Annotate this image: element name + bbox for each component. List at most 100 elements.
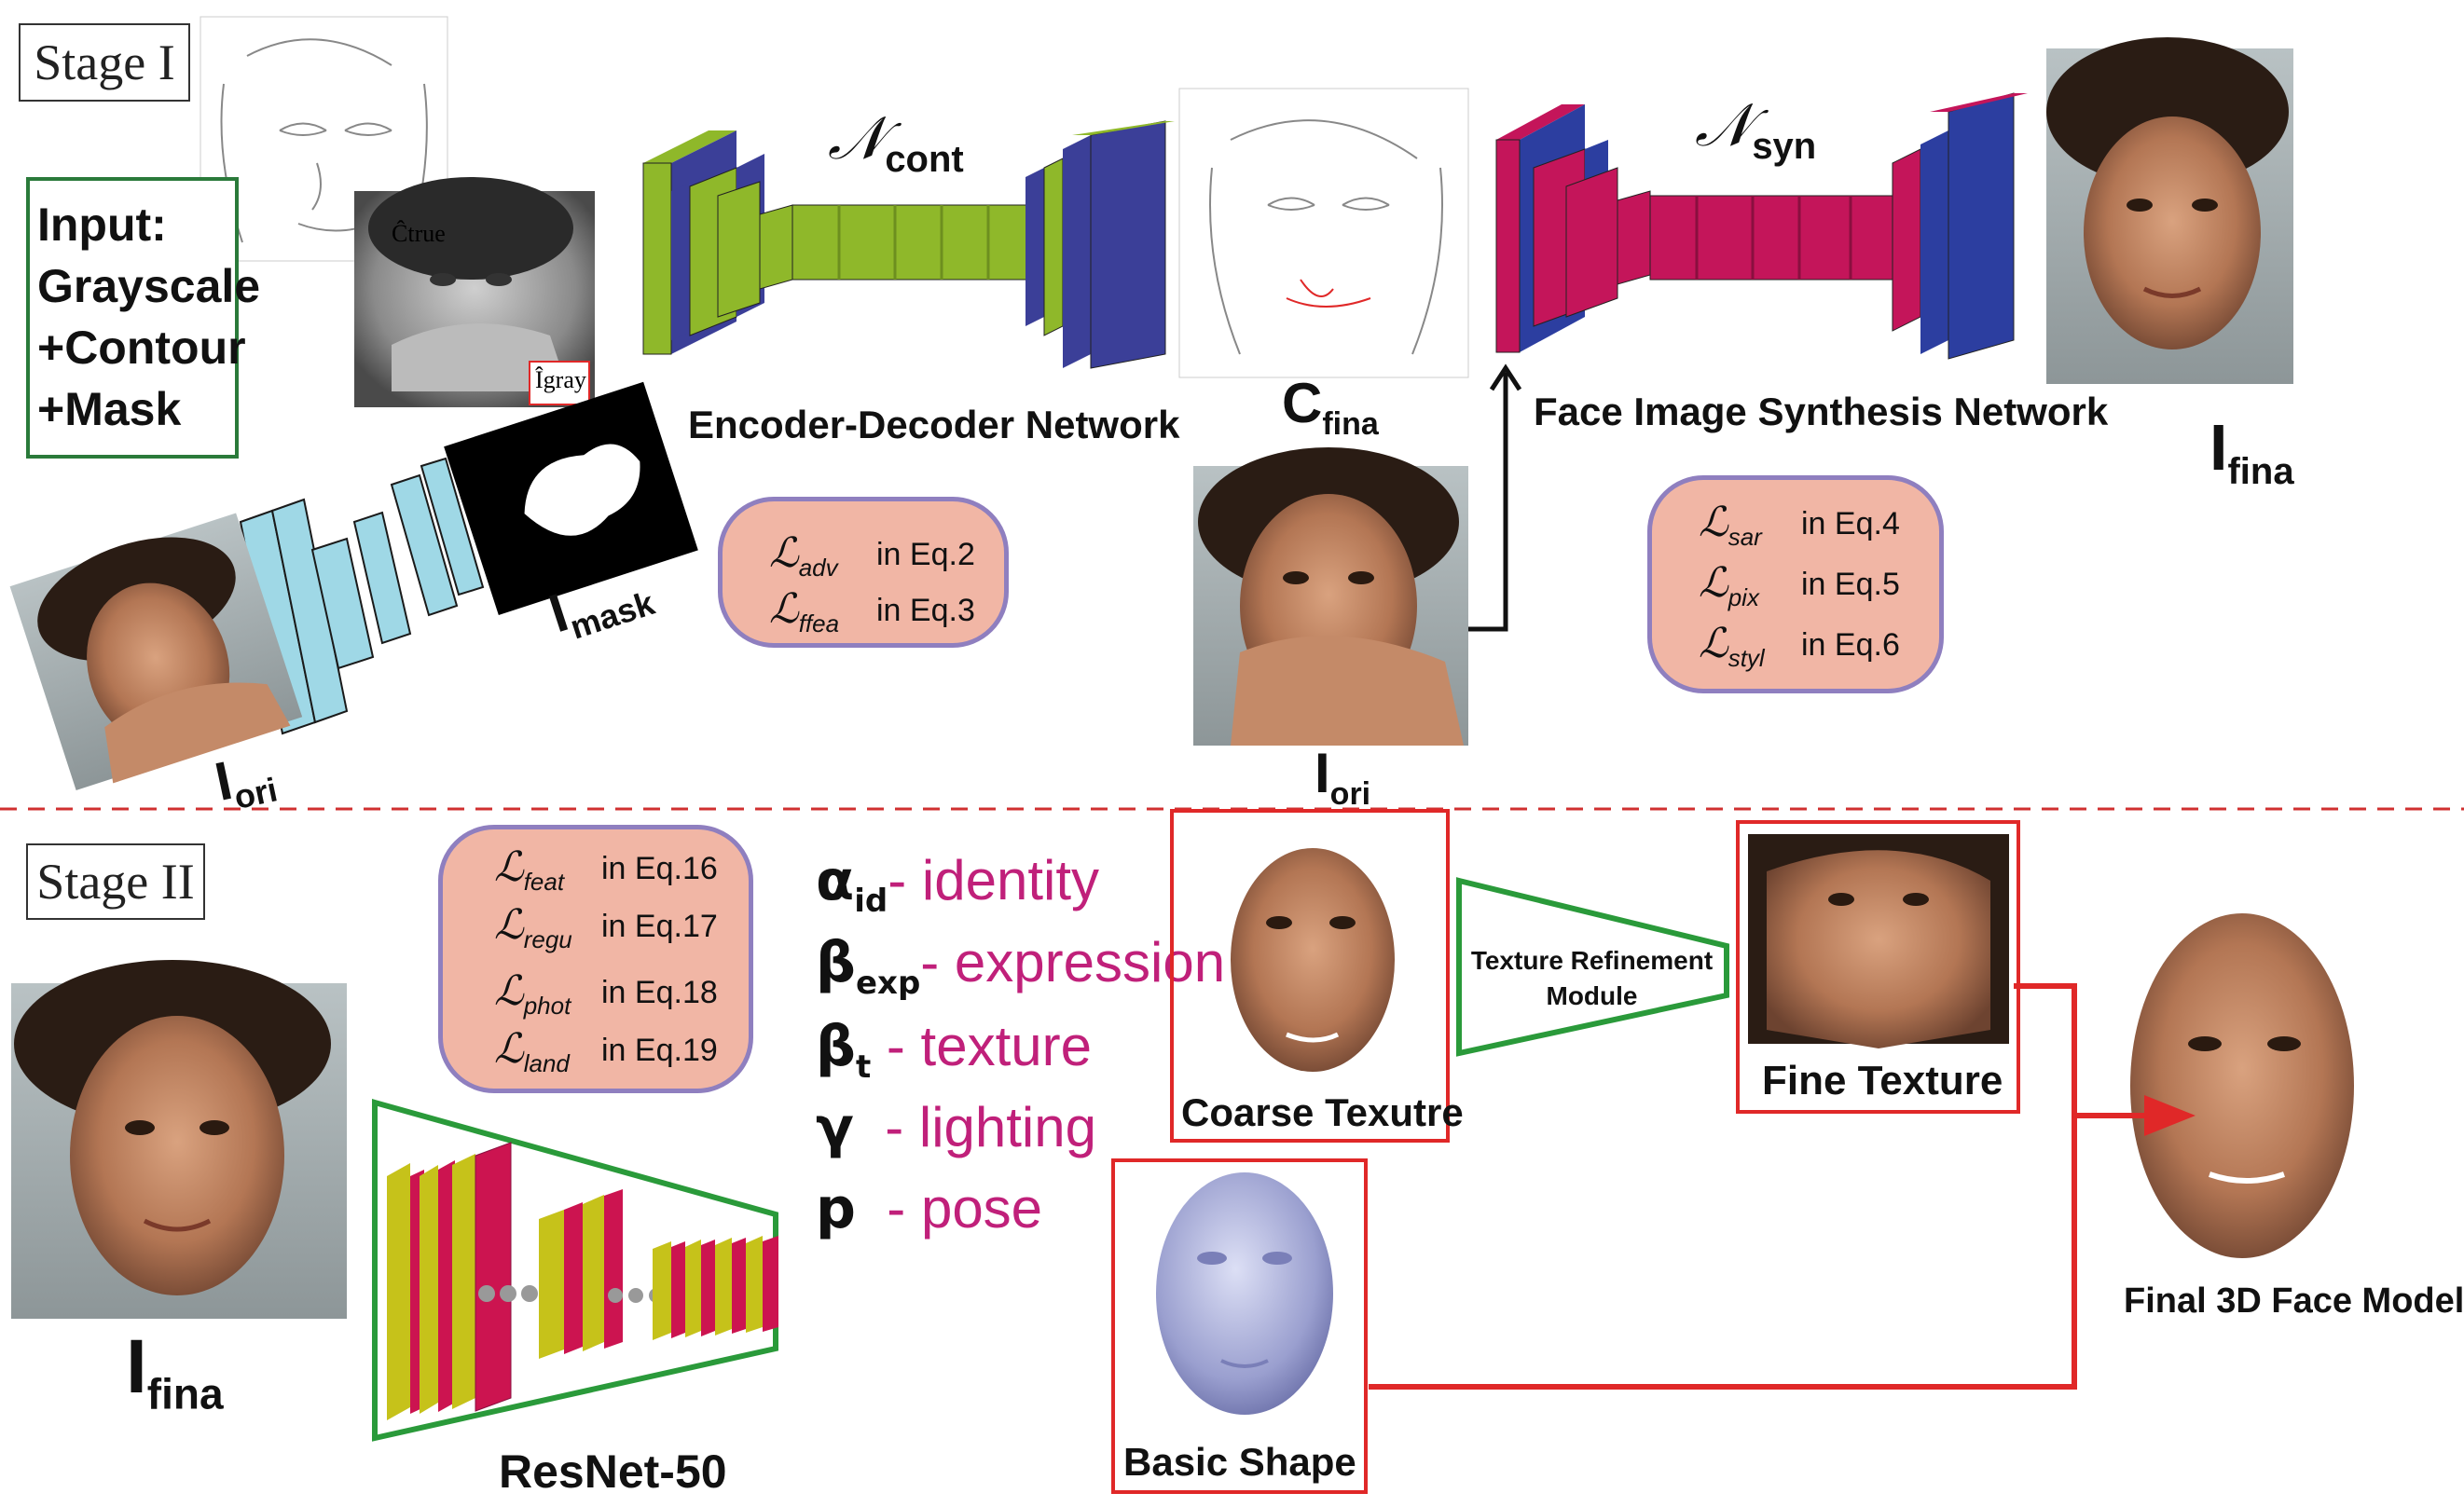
param-symbol: γ [816, 1095, 854, 1160]
i-fina-bottom-label: Ifina [126, 1323, 224, 1418]
param-text: - expression [920, 931, 1226, 993]
face-synthesis-network [1495, 92, 2028, 360]
loss-sym-sub: regu [523, 925, 572, 953]
resnet-50-network [372, 1099, 778, 1442]
loss-symbol: ℒadv [769, 529, 838, 582]
param-lighting: γ - lighting [816, 1095, 1096, 1160]
loss-eq: in Eq.19 [601, 1033, 718, 1068]
original-photo-left [9, 513, 303, 790]
param-sym-sub: exp [855, 965, 921, 1002]
loss-box-synthesis: ℒsar in Eq.4 ℒpix in Eq.5 ℒstyl in Eq.6 [1647, 475, 1944, 693]
loss-sym-sub: pix [1728, 582, 1759, 611]
param-expression: βexp- expression [816, 930, 1225, 1002]
c-fina-main: C [1282, 372, 1323, 434]
texture-refinement-module [1456, 877, 1729, 1057]
mask-image [444, 381, 698, 615]
n-cont-label: 𝒩cont [828, 104, 964, 181]
resnet-label: ResNet-50 [499, 1445, 727, 1498]
fine-texture-image [1748, 834, 2009, 1048]
loss-sym-sub: feat [523, 867, 565, 896]
input-line: Input: [37, 199, 167, 251]
loss-sym-char: ℒ [494, 967, 524, 1015]
stage-1-label: Stage I [19, 23, 190, 102]
i-fina-bottom-sub: fina [146, 1369, 224, 1418]
coarse-texture-label: Coarse Texutre [1181, 1090, 1464, 1134]
final-model-label: Final 3D Face Model [2124, 1281, 2464, 1321]
final-3d-face [2130, 913, 2354, 1258]
loss-eq: in Eq.6 [1801, 627, 1900, 663]
loss-symbol: ℒstyl [1699, 620, 1765, 673]
loss-symbol: ℒfeat [494, 843, 564, 897]
loss-row: ℒland in Eq.19 [443, 1025, 749, 1081]
loss-sym-sub: adv [798, 553, 838, 582]
loss-row: ℒregu in Eq.17 [443, 901, 749, 957]
loss-eq: in Eq.5 [1801, 567, 1900, 602]
basic-shape-label: Basic Shape [1123, 1440, 1356, 1484]
loss-sym-sub: land [523, 1048, 570, 1077]
basic-shape-face [1156, 1172, 1333, 1415]
param-texture: βt - texture [816, 1014, 1092, 1086]
loss-row: ℒsar in Eq.4 [1652, 499, 1939, 555]
loss-row: ℒfeat in Eq.16 [443, 843, 749, 899]
i-fina-bottom-main: I [126, 1324, 147, 1409]
i-gray-label: Îgray [535, 366, 586, 393]
param-text: - texture [871, 1015, 1092, 1077]
synthesis-network-title: Face Image Synthesis Network [1534, 390, 2109, 433]
loss-row: ℒffea in Eq.3 [723, 585, 1004, 641]
loss-eq: in Eq.18 [601, 975, 718, 1010]
loss-sym-char: ℒ [769, 529, 799, 577]
param-symbol: αid [816, 848, 888, 920]
loss-row: ℒstyl in Eq.6 [1652, 620, 1939, 676]
loss-symbol: ℒregu [494, 901, 572, 954]
loss-symbol: ℒland [494, 1025, 570, 1078]
loss-eq: in Eq.3 [876, 593, 975, 628]
fine-texture-box [1736, 820, 2020, 1114]
loss-sym-char: ℒ [1699, 620, 1728, 667]
contour-final-image [1178, 88, 1469, 378]
loss-symbol: ℒpix [1699, 559, 1759, 612]
loss-row: ℒpix in Eq.5 [1652, 559, 1939, 615]
i-fina-top-sub: fina [2227, 451, 2294, 492]
param-text: - lighting [853, 1096, 1097, 1158]
loss-sym-sub: styl [1728, 643, 1765, 672]
param-sym-sub: t [855, 1048, 872, 1086]
param-text: - pose [855, 1177, 1043, 1240]
loss-sym-char: ℒ [494, 843, 524, 891]
param-symbol: p [816, 1176, 856, 1241]
loss-sym-sub: sar [1728, 522, 1762, 551]
refinement-line-1: Texture Refinement [1470, 946, 1714, 975]
input-line: Grayscale [37, 260, 261, 312]
i-fina-top-label: Ifina [2209, 410, 2294, 493]
loss-eq: in Eq.17 [601, 909, 718, 944]
input-line: +Contour [37, 322, 246, 374]
coarse-texture-face [1231, 848, 1395, 1072]
param-sym-char: α [816, 848, 855, 913]
param-sym-char: γ [816, 1095, 854, 1160]
input-line: +Mask [37, 383, 182, 435]
loss-eq: in Eq.2 [876, 537, 975, 572]
param-sym-char: β [816, 1014, 856, 1079]
loss-sym-char: ℒ [1699, 559, 1728, 607]
mask-encoder [239, 457, 485, 735]
n-cont-sub: cont [885, 138, 964, 180]
n-syn-label: 𝒩syn [1695, 91, 1816, 168]
grayscale-masked-image [354, 177, 595, 407]
loss-symbol: ℒsar [1699, 499, 1762, 552]
loss-sym-char: ℒ [1699, 499, 1728, 546]
i-ori-middle-sub: ori [1329, 776, 1371, 812]
loss-row: ℒadv in Eq.2 [723, 529, 1004, 585]
arrow-to-final-face [2144, 1095, 2196, 1136]
encoder-decoder-title: Encoder-Decoder Network [688, 403, 1180, 446]
c-fina-sub: fina [1322, 406, 1379, 442]
i-fina-top-main: I [2209, 411, 2228, 484]
param-symbol: βt [816, 1014, 871, 1086]
i-ori-middle-label: Iori [1315, 741, 1370, 813]
loss-box-encoder: ℒadv in Eq.2 ℒffea in Eq.3 [718, 497, 1009, 648]
loss-sym-char: ℒ [494, 901, 524, 949]
i-ori-middle-main: I [1315, 742, 1330, 804]
param-sym-sub: id [854, 883, 888, 920]
i-ori-left-sub: ori [230, 770, 282, 816]
param-sym-char: p [816, 1176, 856, 1241]
